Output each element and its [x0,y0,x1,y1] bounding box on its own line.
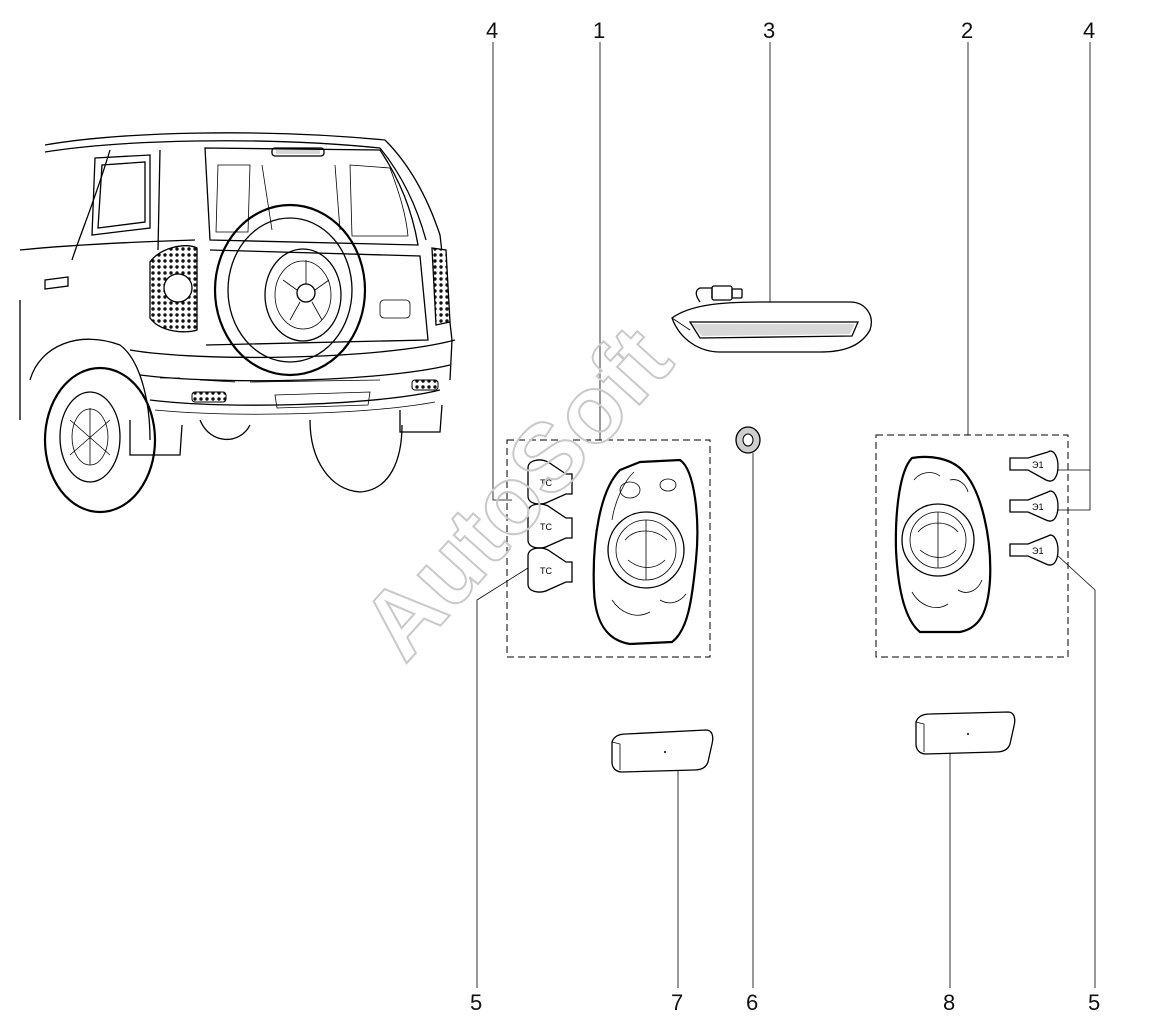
bulb-upper-right: Э1 [1009,450,1059,482]
bulb-middle-left: ТС [527,503,573,549]
svg-text:Э1: Э1 [1032,502,1043,512]
callout-labels: 4 1 3 2 4 5 7 6 8 5 [470,18,1100,1015]
svg-text:ТС: ТС [540,566,552,576]
right-taillight-assembly: Э1 Э1 Э1 [875,434,1069,658]
callout-5-right: 5 [1088,990,1100,1015]
vehicle-rear-view [19,132,456,514]
callout-2: 2 [961,18,973,43]
callout-7: 7 [671,990,683,1015]
right-reflector [915,711,1016,755]
bulb-lower-left: ТС [527,547,573,593]
leader-lines [476,42,1096,988]
bulb-lower-right: Э1 [1009,534,1059,566]
left-taillight-assembly: ТС ТС ТС [506,439,711,658]
svg-text:Э1: Э1 [1032,546,1043,556]
callout-5-left: 5 [470,990,482,1015]
svg-text:Э1: Э1 [1032,460,1043,470]
svg-text:ТС: ТС [540,522,552,532]
bulb-middle-right: Э1 [1009,490,1059,522]
callout-6: 6 [746,990,758,1015]
high-mounted-brake-lamp [671,285,872,353]
callout-4-right: 4 [1083,18,1095,43]
callout-1: 1 [593,18,605,43]
callout-3: 3 [763,18,775,43]
callout-8: 8 [943,990,955,1015]
svg-text:ТС: ТС [540,478,552,488]
callout-4-left: 4 [486,18,498,43]
bulb-upper-left: ТС [527,459,573,505]
grommet [735,426,761,454]
left-reflector [611,729,714,773]
